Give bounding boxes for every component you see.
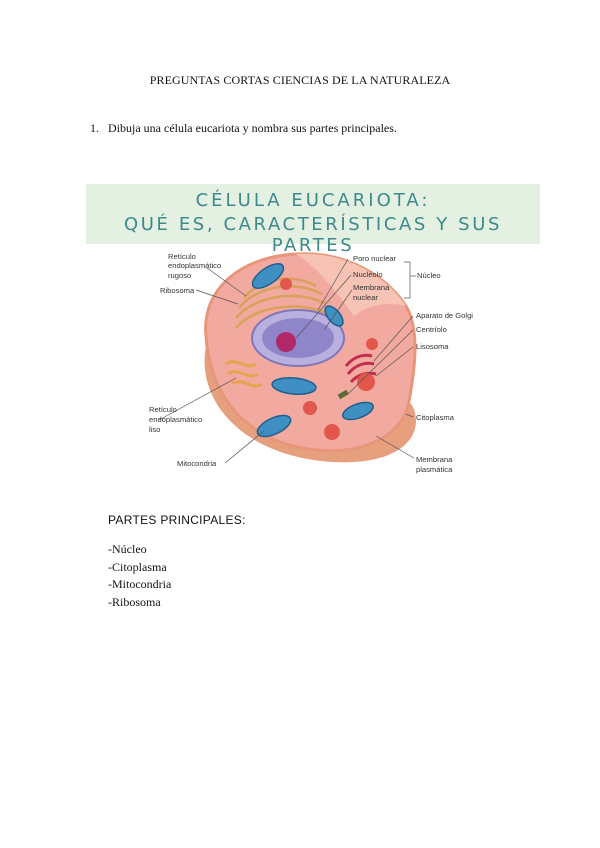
- label-reticulo-rugoso-3: rugoso: [168, 271, 191, 280]
- cell-diagram: Retículo endoplasmático rugoso Ribosoma …: [86, 246, 540, 474]
- label-reticulo-rugoso: Retículo: [168, 252, 196, 261]
- label-aparato-golgi: Aparato de Golgi: [416, 311, 473, 320]
- parts-list: -Núcleo -Citoplasma -Mitocondria -Riboso…: [108, 541, 171, 611]
- label-mitocondria: Mitocondria: [177, 459, 217, 468]
- list-item: -Citoplasma: [108, 559, 167, 574]
- rough-er: [235, 277, 329, 329]
- mitochondria: [251, 263, 374, 438]
- label-membrana-plasmatica-2: plasmática: [416, 465, 453, 474]
- figure-banner: CÉLULA EUCARIOTA: QUÉ ES, CARACTERÍSTICA…: [86, 184, 540, 256]
- label-lisosoma: Lisosoma: [416, 342, 449, 351]
- nucleolus: [276, 332, 296, 352]
- question-text: Dibuja una célula eucariota y nombra sus…: [108, 121, 397, 135]
- label-membrana-nuclear: Membrana: [353, 283, 390, 292]
- nucleus: [262, 318, 334, 358]
- label-ribosoma: Ribosoma: [160, 286, 195, 295]
- label-reticulo-liso-2: endoplasmático: [149, 415, 202, 424]
- label-reticulo-liso-3: liso: [149, 425, 160, 434]
- list-item: -Ribosoma: [108, 594, 161, 609]
- label-membrana-plasmatica: Membrana: [416, 455, 453, 464]
- eukaryotic-cell-illustration: Retículo endoplasmático rugoso Ribosoma …: [149, 252, 473, 474]
- label-reticulo-liso: Retículo: [149, 405, 177, 414]
- label-centriolo: Centríolo: [416, 325, 447, 334]
- parts-section-title: PARTES PRINCIPALES:: [108, 513, 246, 527]
- label-membrana-nuclear-2: nuclear: [353, 293, 378, 302]
- smooth-er: [225, 360, 263, 388]
- centriole: [337, 389, 349, 400]
- list-item: -Mitocondria: [108, 577, 172, 591]
- banner-subtitle: QUÉ ES, CARACTERÍSTICAS Y SUS PARTES: [124, 214, 502, 256]
- leader-lines: [158, 258, 416, 464]
- list-item: -Núcleo: [108, 542, 147, 556]
- label-citoplasma: Citoplasma: [416, 413, 455, 422]
- cut-face: [296, 253, 406, 316]
- label-reticulo-rugoso-2: endoplasmático: [168, 261, 221, 270]
- label-nucleo: Núcleo: [417, 271, 441, 280]
- question-1: 1. Dibuja una célula eucariota y nombra s…: [90, 121, 397, 136]
- lysosomes: [280, 278, 378, 440]
- question-number: 1.: [90, 121, 99, 135]
- label-poro-nuclear: Poro nuclear: [353, 254, 397, 263]
- page-title: PREGUNTAS CORTAS CIENCIAS DE LA NATURALE…: [149, 73, 451, 87]
- label-nucleolo: Nucléolo: [353, 270, 383, 279]
- banner-title: CÉLULA EUCARIOTA:: [195, 190, 431, 211]
